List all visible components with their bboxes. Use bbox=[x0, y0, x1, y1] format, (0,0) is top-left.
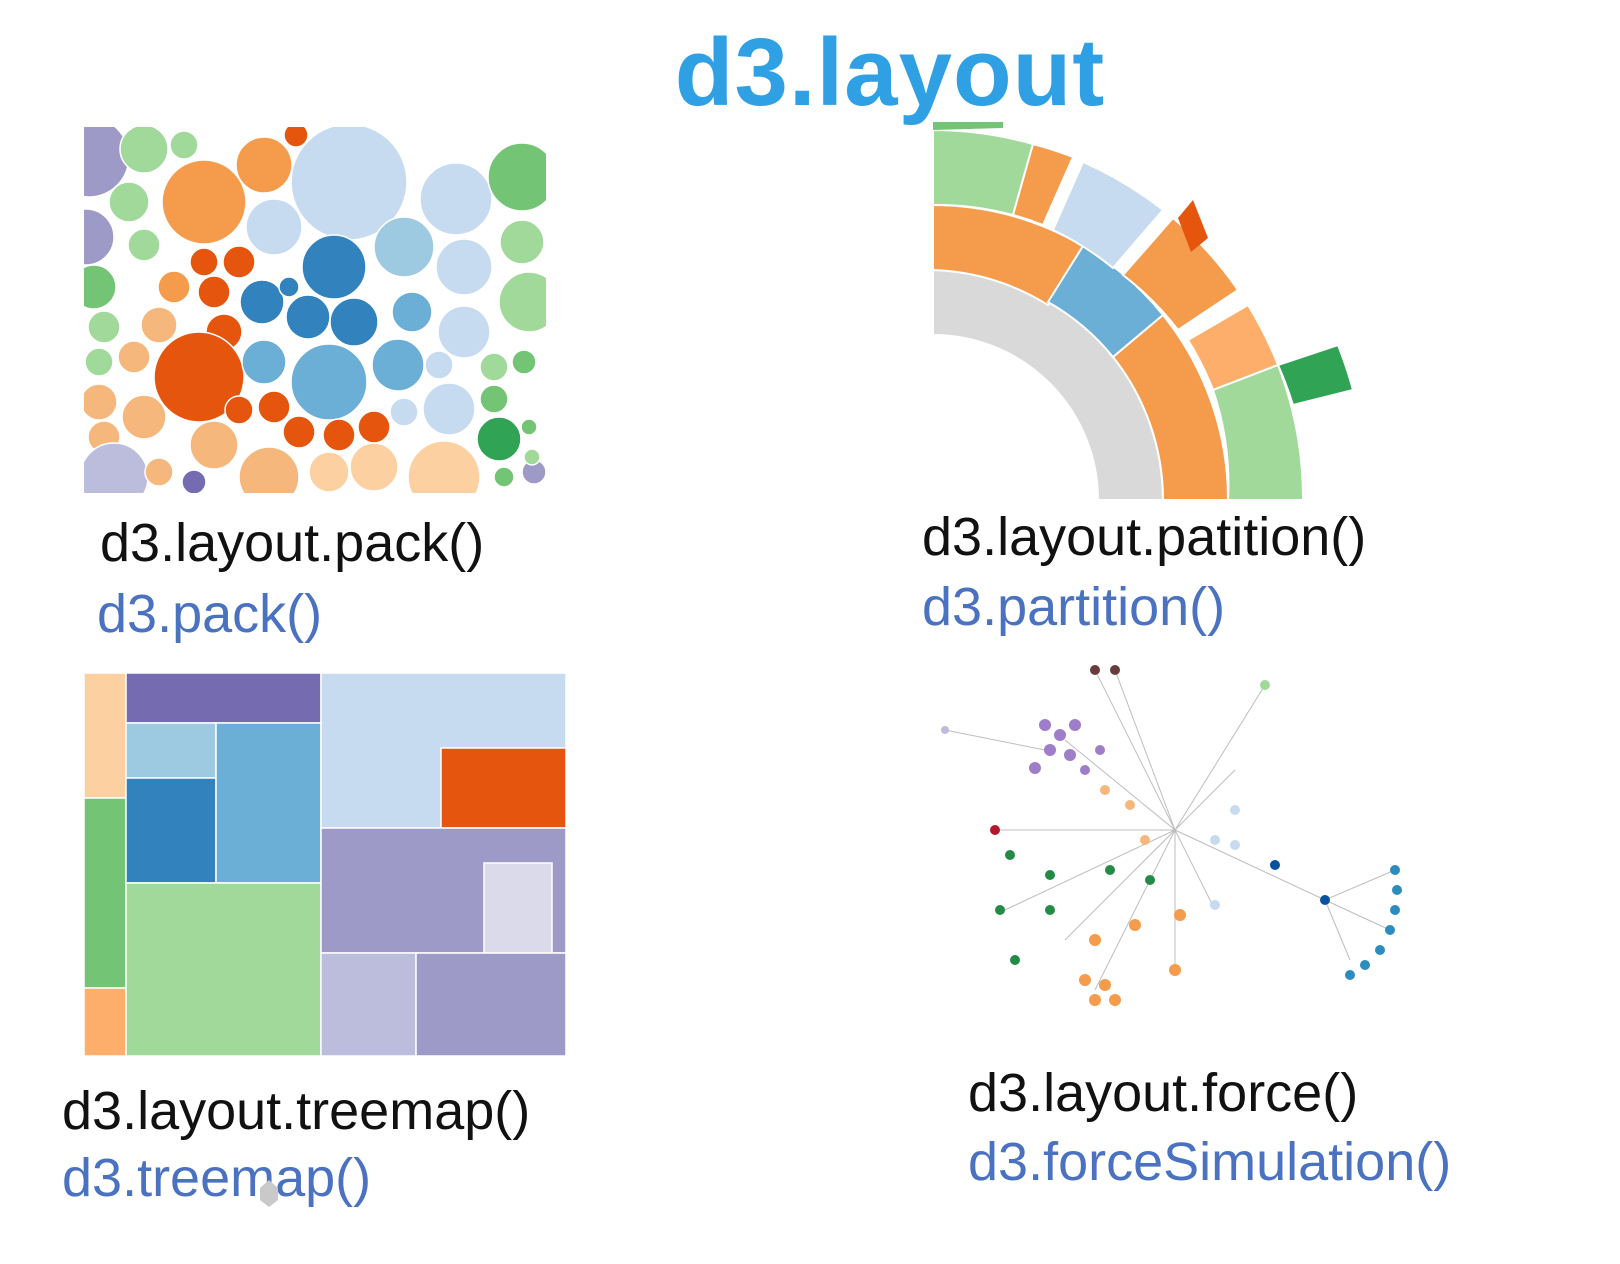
force-old-api-label: d3.layout.force() bbox=[968, 1063, 1359, 1123]
force-new-api-label: d3.forceSimulation() bbox=[968, 1132, 1452, 1192]
treemap-old-api-label: d3.layout.treemap() bbox=[62, 1081, 531, 1141]
slide-title: d3.layout bbox=[674, 19, 1106, 126]
pack-layout-image bbox=[84, 127, 546, 493]
pack-old-api-label: d3.layout.pack() bbox=[100, 513, 485, 573]
force-layout-image bbox=[935, 640, 1415, 1020]
partition-old-api-label: d3.layout.patition() bbox=[922, 507, 1367, 567]
treemap-new-api-label: d3.treemap() bbox=[62, 1148, 372, 1208]
cursor-icon bbox=[258, 1178, 280, 1208]
partition-layout-image bbox=[933, 122, 1413, 500]
treemap-layout-image bbox=[84, 673, 566, 1056]
partition-new-api-label: d3.partition() bbox=[922, 577, 1226, 637]
pack-new-api-label: d3.pack() bbox=[97, 584, 323, 644]
